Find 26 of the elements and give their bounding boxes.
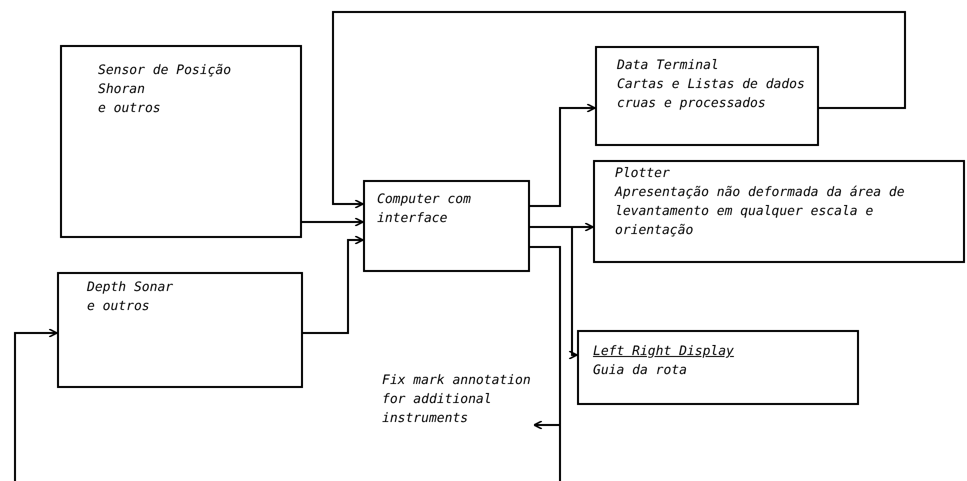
box-text: e outros [87,298,151,316]
box-heading: Computer com interface [377,191,472,228]
process-box [57,272,303,388]
process-box [595,46,819,146]
box-text: Cartas e Listas de dados cruas e processados [617,76,806,113]
box-heading: Plotter [615,165,671,183]
connector-line [530,246,561,481]
arrow [530,103,596,207]
process-box [593,160,965,263]
process-box [577,330,859,405]
box-heading: Data Terminal [617,57,720,75]
annotation-text: Fix mark annotation for additional instruments [382,372,532,428]
process-box [363,180,530,272]
box-text: Guia da rota [593,362,688,380]
process-box [60,45,302,238]
arrow [302,217,364,227]
arrow [14,328,58,481]
box-text: Apresentação não deformada da área de levantamento em qualquer escala e orientação [615,184,906,240]
box-heading: Left Right Display [593,343,735,361]
arrow [332,11,906,209]
arrow [303,235,364,334]
box-text: e outros [98,100,162,118]
box-heading: Sensor de Posição [98,62,232,80]
box-heading: Depth Sonar [87,279,174,297]
arrow [530,226,578,360]
box-text: Shoran [98,81,146,99]
